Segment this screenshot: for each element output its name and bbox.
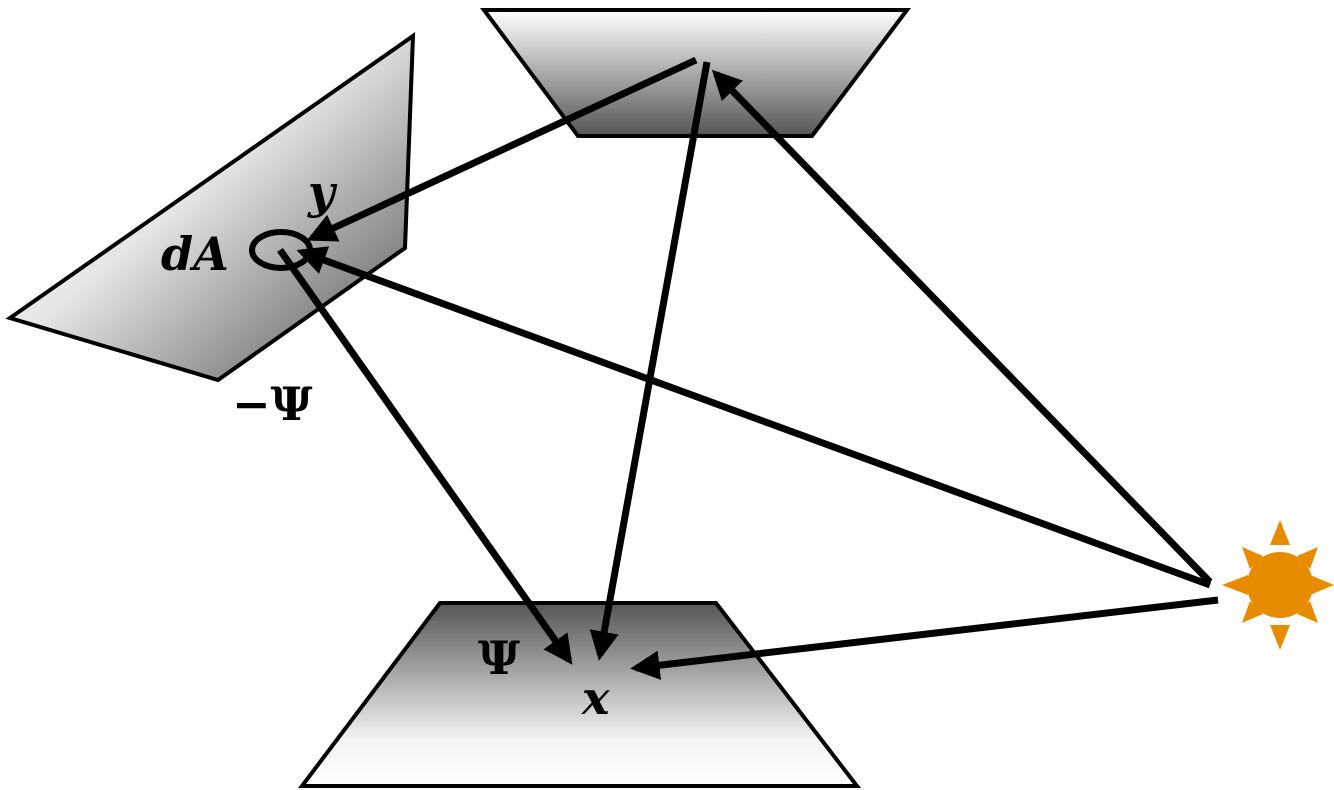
path-top-to-x [589, 61, 711, 661]
path-dA-to-x [277, 247, 573, 665]
bottom-surface [297, 601, 862, 788]
sun-icon [1222, 520, 1334, 650]
dA-label: dA [161, 227, 229, 281]
light-paths [277, 56, 1219, 680]
path-sun-to-top [711, 69, 1213, 585]
psi-label: Ψ [478, 631, 520, 685]
y-label: y [307, 165, 338, 219]
path-sun-to-x [630, 596, 1219, 680]
top-surface [480, 8, 912, 138]
neg-psi-label: −Ψ [232, 377, 313, 431]
x-label: x [581, 671, 610, 725]
path-top-to-dA [306, 56, 698, 242]
left-surface [5, 32, 416, 383]
path-sun-to-dA [296, 246, 1212, 589]
